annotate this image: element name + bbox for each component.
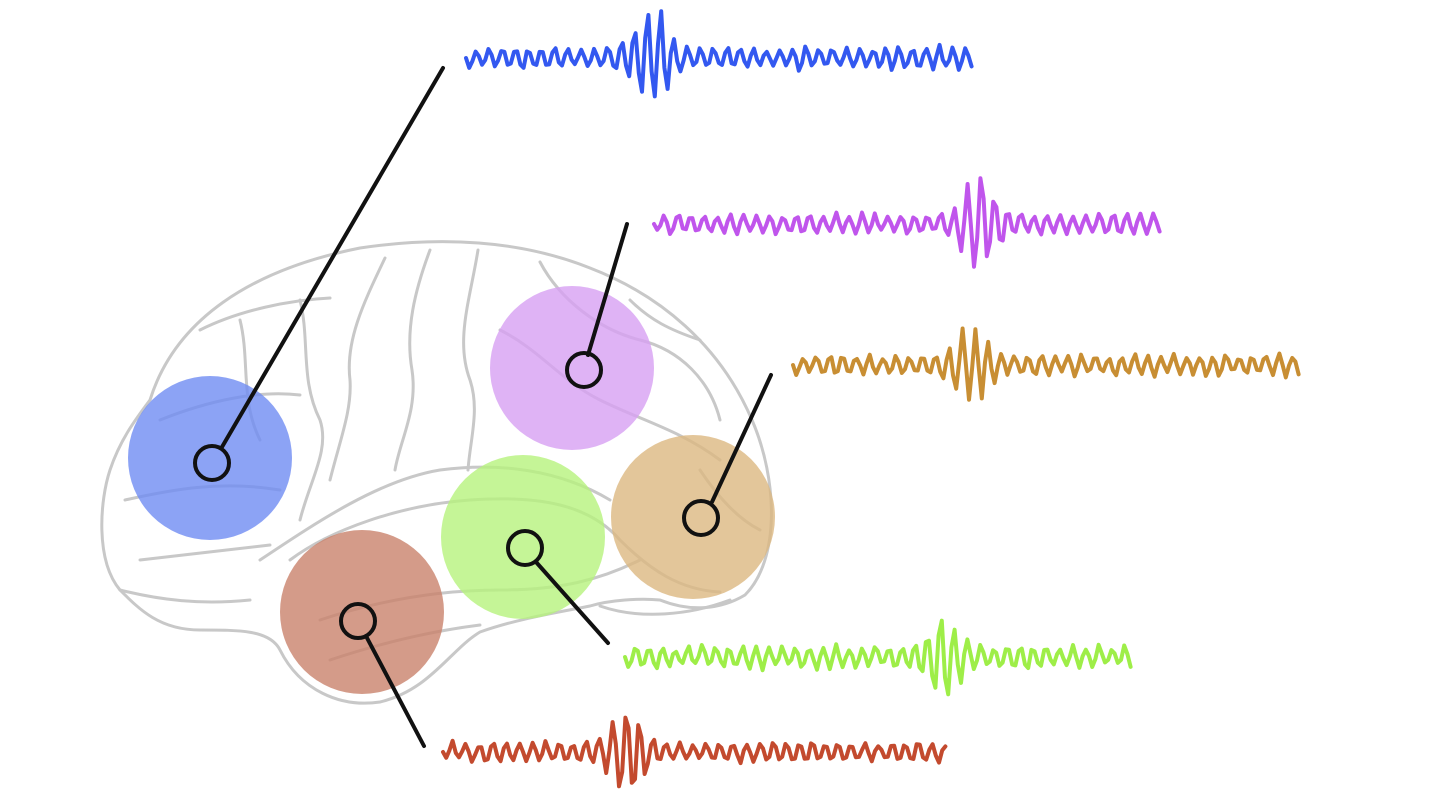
precentral-sulcus: [328, 256, 387, 482]
parietal-region-purple: [490, 286, 654, 450]
electrode-marker-green: [506, 529, 544, 567]
signal-traces-layer: [441, 9, 1301, 789]
probe-line-red: [364, 634, 426, 748]
probe-line-purple: [586, 222, 629, 357]
frontal-gyrus-line: [298, 298, 325, 522]
signal-trace-green: [623, 618, 1133, 697]
postcentral-sulcus: [462, 248, 480, 472]
electrode-marker-red: [339, 602, 377, 640]
parietal-gyrus-line: [628, 298, 702, 342]
electrode-marker-blue: [193, 444, 231, 482]
probe-line-orange: [710, 373, 773, 504]
temporal-pole-region-red: [280, 530, 444, 694]
probe-layer: [193, 66, 773, 748]
occipital-region-orange: [611, 435, 775, 599]
regions-layer: [128, 286, 775, 694]
probe-line-blue: [220, 66, 445, 449]
signal-trace-purple: [652, 176, 1162, 269]
frontal-gyrus-line: [138, 543, 272, 562]
signal-trace-red: [441, 715, 948, 789]
probe-line-green: [534, 560, 610, 645]
frontal-region-blue: [128, 376, 292, 540]
electrode-marker-orange: [682, 499, 720, 537]
central-sulcus: [393, 248, 432, 472]
cerebellum-outline: [598, 598, 732, 616]
signal-trace-blue: [464, 9, 974, 99]
signal-trace-orange: [791, 326, 1301, 402]
frontal-gyrus-line: [118, 588, 252, 604]
electrode-marker-purple: [565, 351, 603, 389]
temporal-region-green: [441, 455, 605, 619]
frontal-gyrus-line: [198, 296, 332, 332]
